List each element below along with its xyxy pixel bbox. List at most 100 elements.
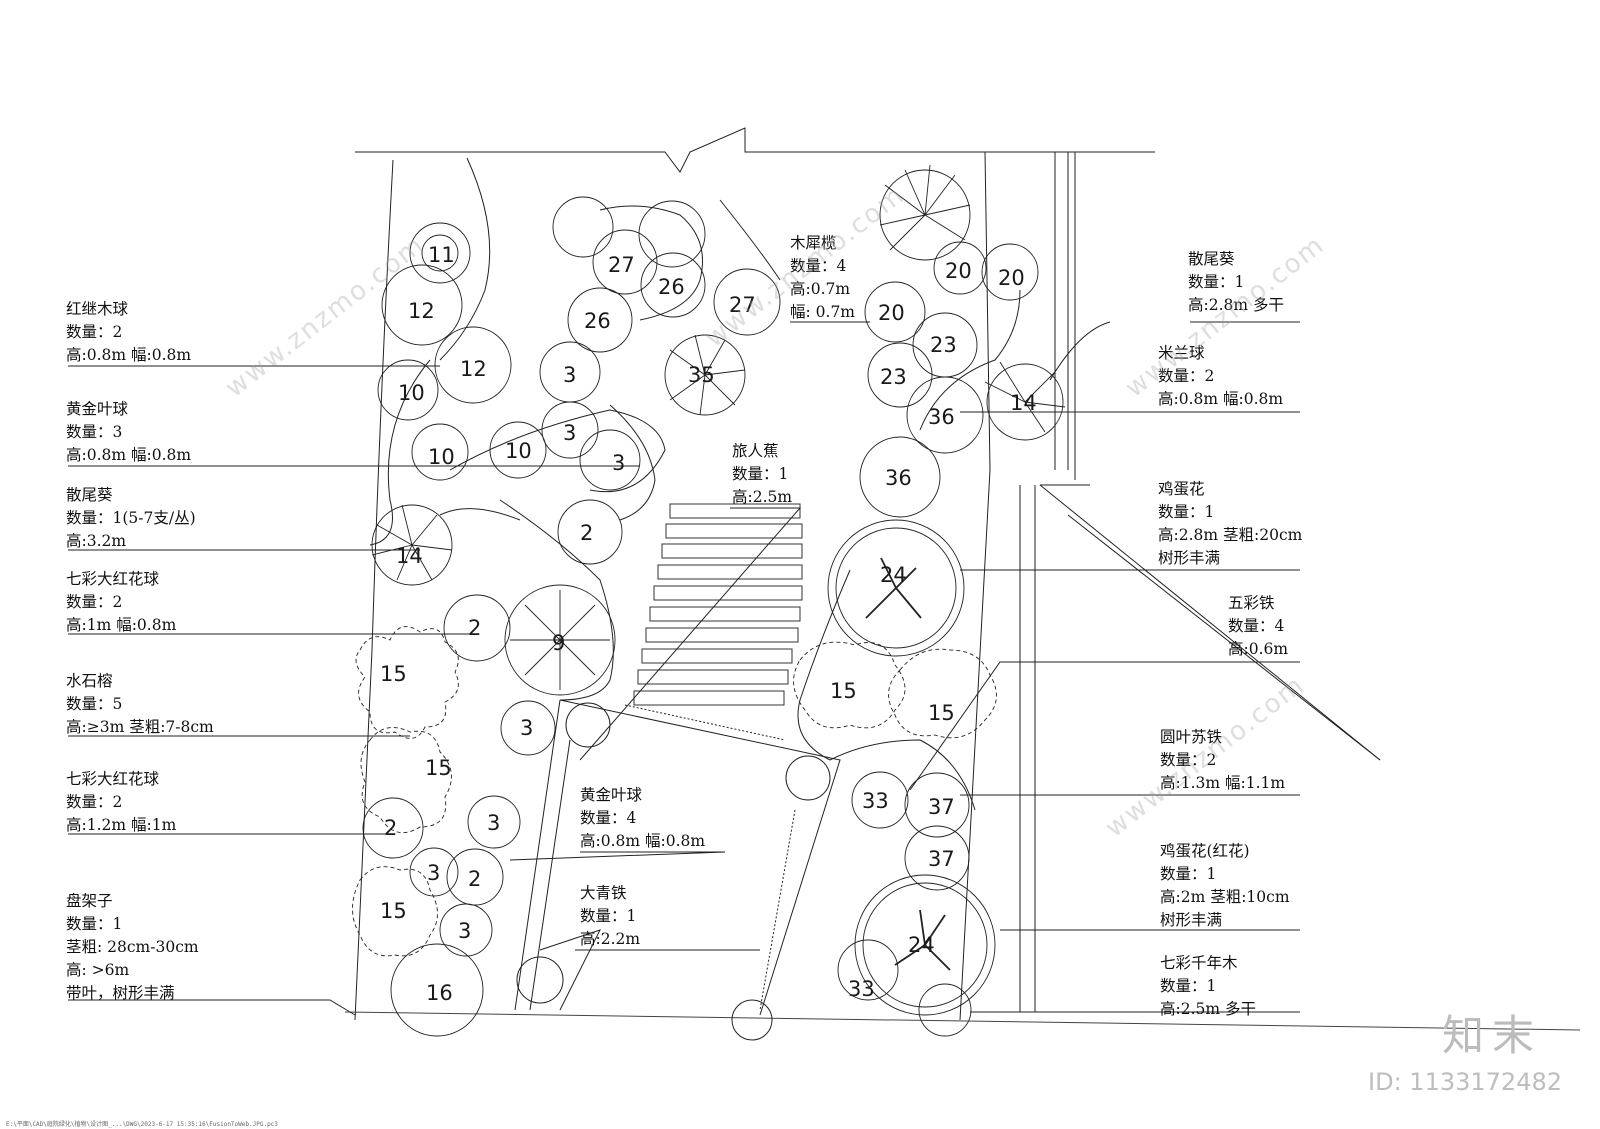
plant-qty: 数量：2 bbox=[66, 593, 123, 611]
plant-number: 11 bbox=[428, 243, 455, 267]
plant-number: 15 bbox=[425, 756, 452, 780]
plant-number: 16 bbox=[426, 981, 453, 1005]
plant-size: 高:2.8m 多干 bbox=[1188, 296, 1284, 314]
plant-size: 高:1.2m 幅:1m bbox=[66, 816, 177, 834]
plant-number: 33 bbox=[848, 977, 875, 1001]
label-qicaidahonghua-1: 七彩大红花球 数量：2 高:1m 幅:0.8m bbox=[66, 568, 176, 637]
plant-size: 高:2m 茎粗:10cm bbox=[1160, 888, 1290, 906]
plant-note: 带叶，树形丰满 bbox=[66, 984, 175, 1002]
plant-size: 高:2.5m bbox=[732, 488, 793, 506]
plant-name: 七彩大红花球 bbox=[66, 770, 160, 788]
plant-number: 12 bbox=[408, 299, 435, 323]
plant-name: 盘架子 bbox=[66, 892, 113, 910]
label-wucaitie: 五彩铁 数量：4 高:0.6m bbox=[1228, 592, 1288, 661]
plant-number: 23 bbox=[880, 365, 907, 389]
plant-number: 10 bbox=[398, 381, 425, 405]
plant-size: 高:≥3m 茎粗:7-8cm bbox=[66, 718, 214, 736]
plant-size: 高:2.5m 多干 bbox=[1160, 1000, 1256, 1018]
label-yuanyesutie: 圆叶苏铁 数量：2 高:1.3m 幅:1.1m bbox=[1160, 726, 1285, 795]
plant-name: 鸡蛋花(红花) bbox=[1160, 842, 1250, 860]
plant-qty: 数量：2 bbox=[66, 323, 123, 341]
plant-qty: 数量：3 bbox=[66, 423, 123, 441]
plant-number: 2 bbox=[580, 521, 593, 545]
plant-number: 36 bbox=[885, 466, 912, 490]
plant-name: 圆叶苏铁 bbox=[1160, 728, 1223, 746]
plant-name: 五彩铁 bbox=[1228, 594, 1275, 612]
plant-number: 3 bbox=[612, 451, 625, 475]
label-huangjinye-center: 黄金叶球 数量：4 高:0.8m 幅:0.8m bbox=[580, 784, 705, 853]
plant-qty: 数量：4 bbox=[1228, 617, 1285, 635]
plant-height: 高:0.7m bbox=[790, 280, 851, 298]
plant-number: 20 bbox=[878, 301, 905, 325]
label-panjiazi: 盘架子 数量：1 茎粗: 28cm-30cm 高: >6m 带叶，树形丰满 bbox=[66, 890, 199, 1005]
plant-name: 米兰球 bbox=[1158, 344, 1205, 362]
plant-number: 3 bbox=[458, 919, 471, 943]
plant-size: 高:1m 幅:0.8m bbox=[66, 616, 177, 634]
plant-name: 鸡蛋花 bbox=[1158, 480, 1205, 498]
plant-qty: 数量：1 bbox=[66, 915, 123, 933]
plant-name: 散尾葵 bbox=[1188, 250, 1235, 268]
plant-number: 12 bbox=[460, 357, 487, 381]
plant-number: 33 bbox=[862, 789, 889, 813]
plant-size: 高:0.8m 幅:0.8m bbox=[66, 446, 192, 464]
label-lvrenjiao: 旅人蕉 数量：1 高:2.5m bbox=[732, 440, 792, 509]
plant-name: 红继木球 bbox=[66, 300, 129, 318]
label-sanweikui-left: 散尾葵 数量：1(5-7支/丛) 高:3.2m bbox=[66, 484, 196, 553]
label-shuishirong: 水石榕 数量：5 高:≥3m 茎粗:7-8cm bbox=[66, 670, 214, 739]
plant-width: 幅: 0.7m bbox=[790, 303, 855, 321]
watermark-logo: 知末 bbox=[1441, 1011, 1542, 1060]
plant-qty: 数量：1 bbox=[1160, 865, 1217, 883]
plant-qty: 数量：1 bbox=[1158, 503, 1215, 521]
plant-qty: 数量：4 bbox=[790, 257, 847, 275]
plant-number: 3 bbox=[563, 363, 576, 387]
plant-number: 24 bbox=[880, 563, 907, 587]
plant-number: 3 bbox=[520, 716, 533, 740]
plant-number: 26 bbox=[658, 275, 685, 299]
label-jidanhua-red: 鸡蛋花(红花) 数量：1 高:2m 茎粗:10cm 树形丰满 bbox=[1160, 840, 1290, 932]
plant-qty: 数量：2 bbox=[1160, 751, 1217, 769]
plant-number: 15 bbox=[928, 701, 955, 725]
plant-note: 树形丰满 bbox=[1158, 549, 1221, 567]
plant-size: 茎粗: 28cm-30cm bbox=[66, 938, 199, 956]
plant-qty: 数量：1 bbox=[1188, 273, 1245, 291]
plant-size: 高:2.8m 茎粗:20cm bbox=[1158, 526, 1303, 544]
plant-size: 高:0.8m 幅:0.8m bbox=[1158, 390, 1284, 408]
plant-size: 高:3.2m bbox=[66, 532, 127, 550]
plant-number: 24 bbox=[908, 933, 935, 957]
plant-qty: 数量：1 bbox=[1160, 977, 1217, 995]
plant-qty: 数量：4 bbox=[580, 809, 637, 827]
plant-name: 水石榕 bbox=[66, 672, 113, 690]
plant-number: 36 bbox=[928, 405, 955, 429]
plant-number: 15 bbox=[830, 679, 857, 703]
label-muxilan: 木犀榄 数量：4 高:0.7m 幅: 0.7m bbox=[790, 232, 855, 324]
plant-number: 23 bbox=[930, 333, 957, 357]
plant-height: 高: >6m bbox=[66, 961, 130, 979]
plant-name: 七彩千年木 bbox=[1160, 954, 1238, 972]
plant-qty: 数量：2 bbox=[66, 793, 123, 811]
plant-number: 3 bbox=[563, 421, 576, 445]
plant-number: 14 bbox=[396, 544, 423, 568]
plant-note: 树形丰满 bbox=[1160, 911, 1223, 929]
plant-name: 木犀榄 bbox=[790, 234, 837, 252]
label-milan: 米兰球 数量：2 高:0.8m 幅:0.8m bbox=[1158, 342, 1283, 411]
label-daqingtie: 大青铁 数量：1 高:2.2m bbox=[580, 882, 640, 951]
plant-number: 35 bbox=[688, 363, 715, 387]
plant-number: 3 bbox=[427, 861, 440, 885]
plant-number: 15 bbox=[380, 662, 407, 686]
label-jidanhua: 鸡蛋花 数量：1 高:2.8m 茎粗:20cm 树形丰满 bbox=[1158, 478, 1302, 570]
plant-name: 黄金叶球 bbox=[580, 786, 643, 804]
plant-number: 3 bbox=[487, 811, 500, 835]
plant-qty: 数量：1(5-7支/丛) bbox=[66, 509, 196, 527]
plant-name: 黄金叶球 bbox=[66, 400, 129, 418]
plant-number: 37 bbox=[928, 795, 955, 819]
label-huangjinye: 黄金叶球 数量：3 高:0.8m 幅:0.8m bbox=[66, 398, 191, 467]
plant-number: 9 bbox=[552, 631, 565, 655]
plant-number: 14 bbox=[1010, 391, 1037, 415]
plant-name: 大青铁 bbox=[580, 884, 627, 902]
plant-name: 散尾葵 bbox=[66, 486, 113, 504]
plant-qty: 数量：1 bbox=[580, 907, 637, 925]
plant-number: 20 bbox=[945, 259, 972, 283]
plant-number: 2 bbox=[468, 616, 481, 640]
plant-size: 高:0.8m 幅:0.8m bbox=[66, 346, 192, 364]
